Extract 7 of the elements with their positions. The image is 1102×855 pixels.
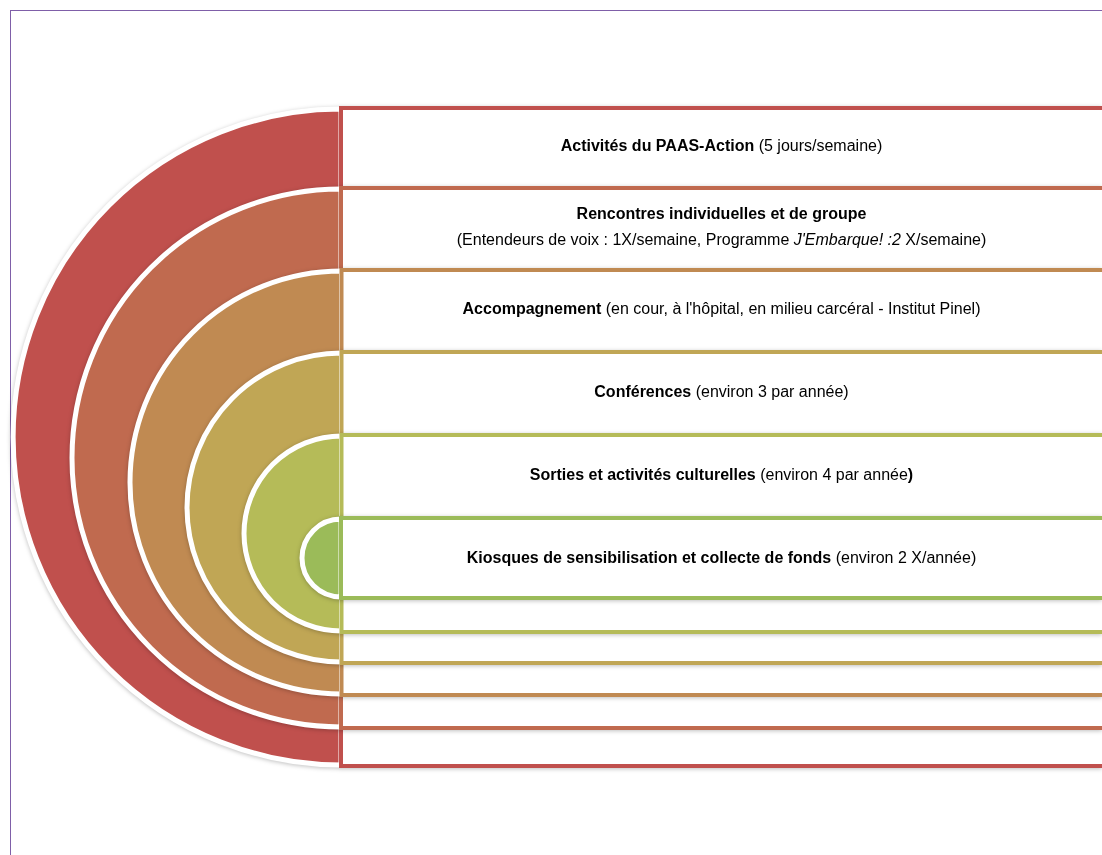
band-text: (Entendeurs de voix : 1X/semaine, Programme J'Embarque! :2 X/semaine): [456, 230, 987, 250]
band-text: Activités du PAAS-Action (5 jours/semaine): [560, 136, 883, 156]
band-heading: Rencontres individuelles et de groupe: [576, 204, 867, 224]
band-text: Accompagnement (en cour, à l'hôpital, en milieu carcéral - Institut Pinel): [462, 299, 981, 319]
band-text: Kiosques de sensibilisation et collecte de fonds (environ 2 X/année): [466, 548, 977, 568]
band-text: Conférences (environ 3 par année): [594, 381, 849, 402]
band-text: Sorties et activités culturelles (environ 4 par année): [529, 464, 914, 485]
